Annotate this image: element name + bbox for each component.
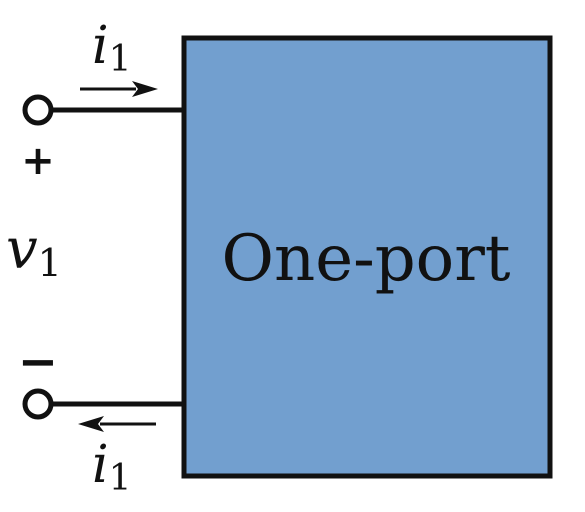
- minus-sign: −: [18, 334, 58, 390]
- block-label: One-port: [222, 222, 511, 296]
- voltage-label: v1: [6, 217, 62, 285]
- one-port-block: [181, 35, 553, 479]
- top-current-label: i1: [92, 16, 132, 80]
- top-terminal: [22, 94, 54, 126]
- bottom-current-arrow: [78, 416, 156, 432]
- bottom-current-label: i1: [92, 435, 132, 499]
- plus-sign: +: [21, 138, 55, 184]
- bottom-terminal: [22, 388, 54, 420]
- top-current-arrow: [80, 81, 158, 97]
